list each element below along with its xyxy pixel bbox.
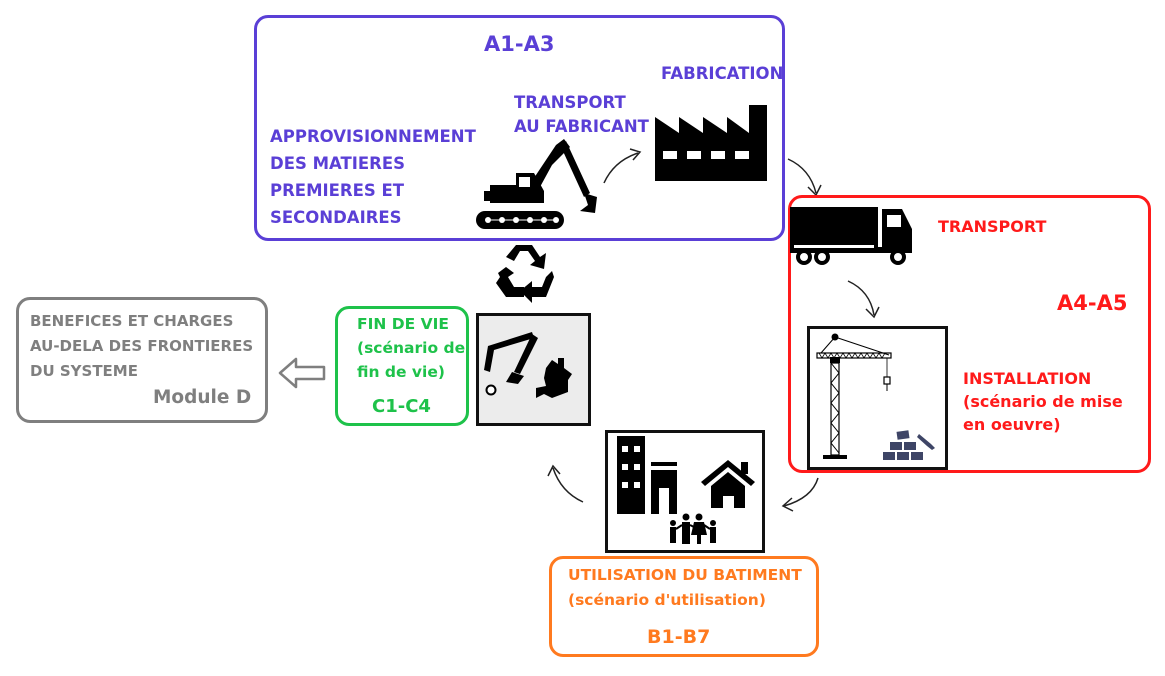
- stage-b-box: [549, 556, 819, 657]
- transport-to-manufacturer-label: TRANSPORT AU FABRICANT: [514, 91, 649, 139]
- demolition-image: [476, 313, 591, 426]
- factory-icon: [655, 105, 767, 181]
- stage-c-code: C1-C4: [372, 396, 431, 417]
- house-icon: [701, 460, 755, 508]
- module-d-line: AU-DELA DES FRONTIERES: [30, 337, 254, 355]
- crane-icon: [816, 333, 892, 459]
- supply-line: SECONDAIRES: [270, 208, 402, 227]
- module-d-line: BENEFICES ET CHARGES: [30, 312, 234, 330]
- stage-a4-a5-box: [788, 195, 1151, 473]
- bricks-icon: [883, 430, 935, 460]
- module-d-code: Module D: [153, 387, 252, 408]
- flow-arrow-icon: [847, 280, 880, 319]
- stage-c-box: [335, 306, 469, 426]
- stage-c-line: FIN DE VIE: [357, 315, 449, 333]
- buildings-icon: [617, 436, 677, 514]
- module-d-box: [16, 297, 268, 423]
- flow-arrow-icon: [781, 477, 819, 512]
- supply-label: APPROVISIONNEMENT DES MATIERES PREMIERES…: [270, 123, 476, 231]
- flow-arrow-icon: [547, 464, 584, 503]
- stage-a1-a3-code: A1-A3: [484, 32, 555, 56]
- hollow-arrow-left-icon: [278, 357, 326, 389]
- transport-line: AU FABRICANT: [514, 117, 649, 136]
- truck-icon: [790, 207, 912, 265]
- demolition-icon: [484, 332, 572, 398]
- module-d-label: BENEFICES ET CHARGES AU-DELA DES FRONTIE…: [30, 309, 253, 384]
- stage-c-line: fin de vie): [357, 363, 445, 381]
- excavator-icon: [476, 139, 597, 229]
- stage-b-subtitle: (scénario d'utilisation): [568, 591, 766, 609]
- flow-arrow-icon: [603, 148, 642, 184]
- recycle-icon: [496, 245, 554, 303]
- family-icon: [670, 513, 716, 544]
- stage-a1-a3-box: [254, 15, 785, 241]
- supply-line: APPROVISIONNEMENT: [270, 127, 476, 146]
- stage-c-label: FIN DE VIE (scénario de fin de vie): [357, 312, 465, 384]
- installation-label: INSTALLATION (scénario de mise en oeuvre…: [963, 367, 1123, 436]
- manufacturing-label: FABRICATION: [661, 64, 784, 83]
- transport-label: TRANSPORT: [938, 217, 1047, 236]
- supply-line: PREMIERES ET: [270, 181, 405, 200]
- module-d-line: DU SYSTEME: [30, 362, 138, 380]
- stage-b-code: B1-B7: [647, 626, 711, 648]
- supply-line: DES MATIERES: [270, 154, 406, 173]
- stage-c-line: (scénario de: [357, 339, 466, 357]
- stage-b-title: UTILISATION DU BATIMENT: [568, 566, 802, 584]
- installation-line: (scénario de mise: [963, 392, 1123, 411]
- flow-arrow-icon: [787, 158, 822, 197]
- stage-a4-a5-code: A4-A5: [1057, 291, 1128, 315]
- transport-line: TRANSPORT: [514, 93, 626, 112]
- installation-line: en oeuvre): [963, 415, 1061, 434]
- installation-line: INSTALLATION: [963, 369, 1092, 388]
